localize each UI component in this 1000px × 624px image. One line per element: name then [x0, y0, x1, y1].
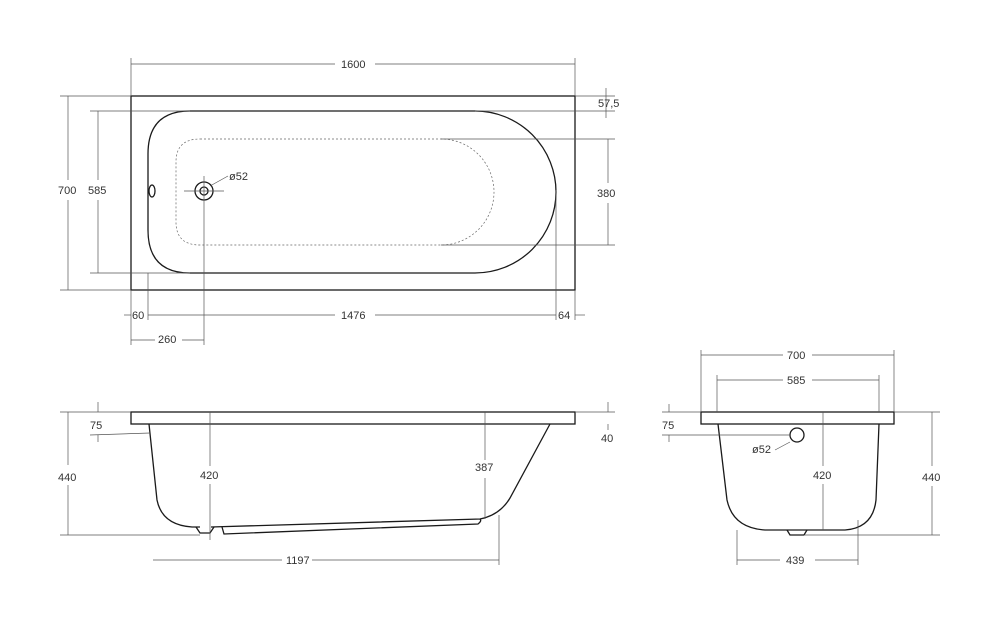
body-end [717, 423, 880, 531]
bottom-outline [175, 138, 495, 246]
rim-side [130, 411, 576, 425]
total-height-label: 440 [58, 472, 76, 484]
bottom-length-label: 1197 [286, 555, 310, 567]
right-rim-label: 64 [558, 310, 570, 322]
rim-thickness-label: 40 [601, 433, 613, 445]
tub-outline-top [130, 95, 576, 291]
top-view: ø52 1600 700 585 57,5 380 60 1476 64 260 [58, 58, 619, 346]
rim-offset-label: 57,5 [598, 98, 619, 110]
end-depth-label: 420 [813, 470, 831, 482]
overall-width-label: 700 [58, 185, 76, 197]
drain-diameter-label: ø52 [229, 171, 248, 183]
overflow-icon-end [789, 427, 805, 443]
body-left [148, 423, 200, 528]
drain-end [786, 529, 808, 536]
bowl-outline [147, 110, 557, 274]
end-inner-width-label: 585 [787, 375, 805, 387]
end-overall-width-label: 700 [787, 350, 805, 362]
body-right [210, 423, 551, 528]
depth-at-drain-label: 420 [200, 470, 218, 482]
rim-end [700, 411, 895, 425]
end-overflow-depth-label: 75 [662, 420, 674, 432]
overall-length-label: 1600 [341, 59, 365, 71]
overflow-depth-label: 75 [90, 420, 102, 432]
end-view: ø52 700 585 75 420 440 439 [662, 350, 940, 567]
left-rim-label: 60 [132, 310, 144, 322]
end-bottom-width-label: 439 [786, 555, 804, 567]
end-total-height-label: 440 [922, 472, 940, 484]
overflow-diameter-label: ø52 [752, 444, 771, 456]
drain-offset-label: 260 [158, 334, 176, 346]
overflow-icon [148, 184, 156, 198]
drain-side [195, 526, 215, 534]
inner-width-label: 585 [88, 185, 106, 197]
side-view: 75 440 420 387 40 1197 [58, 402, 615, 567]
bottom-width-label: 380 [597, 188, 615, 200]
depth-at-end-label: 387 [475, 462, 493, 474]
bottom-support [221, 518, 482, 535]
inner-length-label: 1476 [341, 310, 365, 322]
